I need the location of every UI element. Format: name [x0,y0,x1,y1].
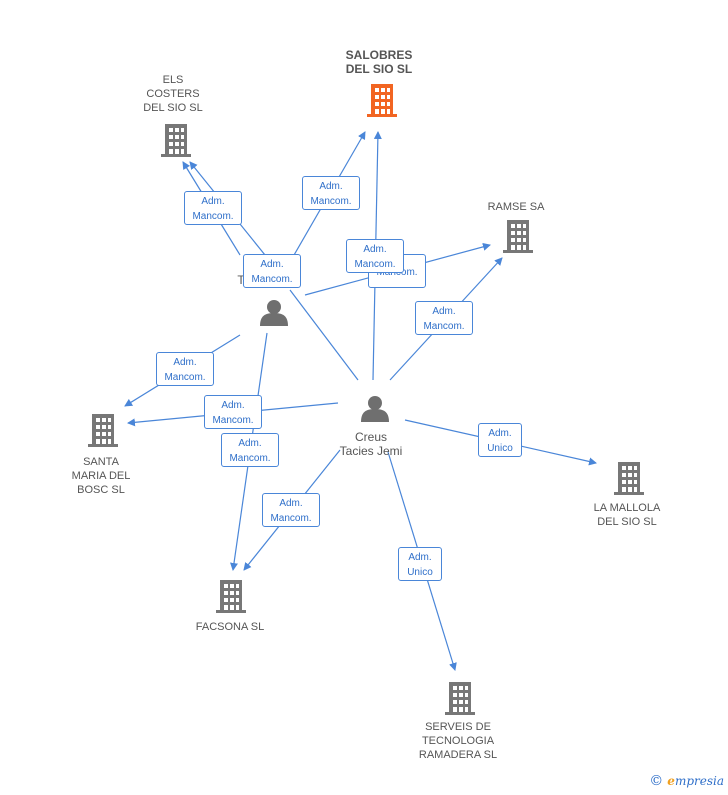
person-icon[interactable] [361,396,389,422]
company-label-ramse[interactable]: RAMSE SA [487,201,545,213]
edge-role-box: Adm. Unico [478,423,522,457]
company-label-salobres[interactable]: SALOBRES DEL SIO SL [345,48,413,76]
company-label-els-costers[interactable]: ELS COSTERS DEL SIO SL [143,74,203,114]
edge-line [289,289,359,381]
brand-e: e [667,774,675,788]
person-label-creus[interactable]: Creus Tacies Jemi [339,430,403,458]
building-icon[interactable] [216,580,246,613]
building-icon[interactable] [445,682,475,715]
building-icon[interactable] [503,220,533,253]
edge-role-box: Adm. Mancom. [221,433,279,467]
edge-role-box: Adm. Mancom. [262,493,320,527]
building-icon[interactable] [88,414,118,447]
building-icon[interactable] [614,462,644,495]
edge-role-box: Adm. Mancom. [243,254,301,288]
building-icon[interactable] [161,124,191,157]
company-label-serveis[interactable]: SERVEIS DE TECNOLOGIA RAMADERA SL [418,721,498,761]
company-label-facsona[interactable]: FACSONA SL [195,621,265,633]
company-label-santa-maria[interactable]: SANTA MARIA DEL BOSC SL [71,456,131,496]
edge-role-box: Adm. Mancom. [204,395,262,429]
person-label-partial[interactable]: T [237,273,245,287]
edge-role-box: Adm. Unico [398,547,442,581]
brand-footer[interactable]: ©empresia [649,773,724,789]
building-icon[interactable] [367,84,397,117]
edge-role-box: Adm. Mancom. [184,191,242,225]
edge-role-box: Adm. Mancom. [302,176,360,210]
person-icon[interactable] [260,300,288,326]
copyright-icon: © [649,773,664,789]
company-label-la-mallola[interactable]: LA MALLOLA DEL SIO SL [593,502,661,528]
edge-role-box: Adm. Mancom. [156,352,214,386]
edge-role-box: Adm. Mancom. [346,239,404,273]
edge-role-box: Adm. Mancom. [415,301,473,335]
brand-name: mpresia [674,774,724,788]
